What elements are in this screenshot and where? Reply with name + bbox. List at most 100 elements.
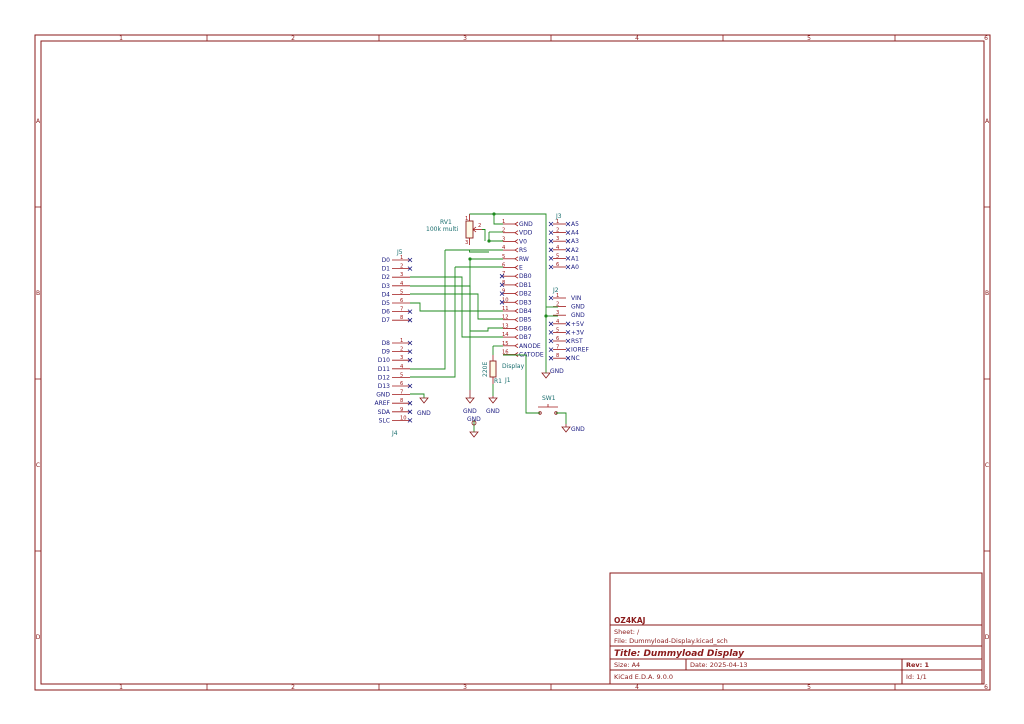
pin-label: D10 [378, 357, 390, 364]
no-connect-icon [548, 264, 554, 270]
pin-label: D8 [382, 340, 391, 347]
pin-label: SLC [379, 417, 390, 424]
j2-pin-5: 5+3V [548, 327, 585, 336]
svg-text:GND: GND [467, 416, 481, 423]
pin-label: SDA [378, 409, 391, 416]
pin-number: 6 [400, 381, 403, 387]
no-connect-icon [565, 347, 571, 352]
j4-pin-1: D8 1 [382, 338, 413, 347]
pin-number: 2 [400, 264, 403, 270]
title-size: Size: A4 [614, 661, 640, 669]
pin-arrow [514, 352, 519, 357]
potentiometer-rv1: RV1 100k multi 1 2 3 [426, 214, 482, 246]
no-connect-icon [499, 273, 505, 279]
svg-text:GND: GND [571, 426, 585, 433]
pin-number: 16 [502, 350, 509, 356]
zone-bottom-2: 2 [291, 684, 295, 691]
pin-number: 3 [502, 236, 505, 242]
no-connect-icon [548, 221, 554, 227]
pin-label: D1 [382, 266, 391, 273]
j2-pin-4: 4+5V [548, 319, 585, 328]
pin-number: 8 [556, 353, 559, 359]
r1-ref: R1 [494, 378, 502, 385]
no-connect-icon [407, 266, 413, 271]
pin-number: 10 [502, 297, 509, 303]
j1-ref: J1 [504, 377, 511, 384]
r1-value: 220E [482, 362, 489, 377]
pin-label: AREF [374, 400, 390, 407]
j1-pin-8: 8DB1 [499, 280, 532, 289]
pin-number: 6 [502, 263, 505, 269]
no-connect-icon [565, 330, 571, 335]
no-connect-icon [548, 338, 554, 344]
no-connect-icon [499, 291, 505, 296]
pin-arrow [514, 291, 519, 296]
no-connect-icon [565, 264, 571, 270]
no-connect-icon [565, 247, 571, 253]
pin-number: 9 [400, 407, 403, 413]
title-date: Date: 2025-04-13 [690, 661, 748, 669]
j1-value: Display [502, 363, 525, 370]
pin-number: 7 [400, 390, 403, 396]
j4-ref: J4 [391, 430, 398, 437]
pin-arrow [514, 326, 519, 331]
pin-number: 3 [556, 310, 559, 316]
sw1-ref: SW1 [542, 395, 556, 402]
pin-number: 4 [556, 245, 560, 251]
title-sheet: Sheet: / [614, 628, 640, 636]
title-id: Id: 1/1 [906, 673, 927, 681]
pin-label: RST [571, 338, 583, 345]
j4-pin-9: SDA 9 [378, 407, 413, 416]
svg-text:GND: GND [486, 408, 500, 415]
zone-top-6: 6 [984, 35, 988, 42]
no-connect-icon [407, 383, 413, 389]
pin-arrow [514, 256, 519, 262]
pin-label: RS [519, 247, 527, 254]
pin-arrow [514, 299, 519, 305]
pin-number: 1 [400, 338, 403, 344]
no-connect-icon [565, 230, 571, 235]
zone-top-1: 1 [119, 35, 123, 42]
j2-ref: J2 [552, 287, 559, 294]
connector-j1-display: 1GND2VDD3V04RS5RW6E7DB08DB19DB210DB311DB… [499, 219, 544, 384]
zone-bottom-1: 1 [119, 684, 123, 691]
pin-label: D9 [382, 349, 391, 356]
pin-number: 8 [400, 315, 403, 321]
no-connect-icon [548, 238, 554, 244]
zone-top-2: 2 [291, 35, 295, 42]
title-block: OZ4KAJ Sheet: / File: Dummyload-Display.… [609, 572, 983, 685]
no-connect-icon [548, 330, 554, 335]
pin-number: 1 [502, 219, 505, 225]
sheet-frame [34, 34, 991, 691]
title-file: File: Dummyload-Display.kicad_sch [614, 637, 728, 645]
pin-label: A4 [571, 230, 579, 237]
no-connect-icon [407, 340, 413, 346]
pin-number: 6 [400, 298, 403, 304]
no-connect-icon [407, 309, 413, 314]
pin-number: 1 [556, 219, 559, 225]
j5-pin-2: D1 2 [382, 264, 413, 273]
pin-arrow [514, 308, 519, 314]
